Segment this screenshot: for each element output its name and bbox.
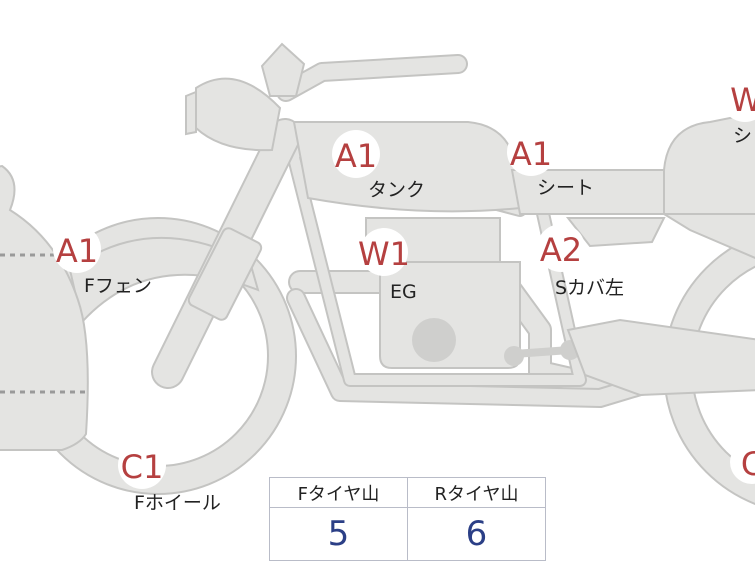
front-box-shape [0,164,89,451]
code-tank: A1 [335,137,377,175]
badge-wheel-front: C1 Fホイール [118,441,221,514]
handlebar-shape [260,42,468,102]
front-fork-shape [151,118,302,389]
badge-fender-front: A1 Fフェン [53,225,152,297]
badge-tank: A1 タンク [332,130,425,201]
code-side-cover-left: A2 [540,231,582,269]
code-seat: A1 [510,135,552,173]
value-rear-tire: 6 [407,507,546,561]
name-engine: EG [390,281,417,303]
code-engine: W1 [358,235,410,273]
headlight-shape [195,77,282,152]
headlight-mount [185,90,197,136]
badge-side-cover-left: A2 Sカバ左 [537,224,624,299]
name-side-cover-left: Sカバ左 [555,277,624,299]
badge-rear-top-partial: W シ [721,74,755,147]
name-fender-front: Fフェン [84,275,152,297]
name-seat: シート [537,177,594,199]
engine-shape [365,217,580,369]
rear-upper-stay [660,213,755,259]
tire-table-value-row: 5 6 [269,507,546,561]
name-rear-top-partial: シ [733,125,752,147]
name-wheel-front: Fホイール [134,492,221,514]
code-rear-wheel-partial: C [741,445,755,483]
badge-engine: W1 EG [358,228,417,303]
header-rear-tire: Rタイヤ山 [407,477,546,508]
code-fender-front: A1 [56,232,98,270]
tire-tread-table: Fタイヤ山 Rタイヤ山 5 6 [269,477,546,561]
code-wheel-front: C1 [121,448,164,486]
rear-frame-shape [566,318,755,397]
badge-rear-wheel-partial: C [730,440,755,484]
value-front-tire: 5 [269,507,408,561]
header-front-tire: Fタイヤ山 [269,477,408,508]
side-cover-shape [565,217,666,248]
tire-table-header-row: Fタイヤ山 Rタイヤ山 [269,477,546,508]
name-tank: タンク [368,179,425,201]
badge-seat: A1 シート [507,128,594,199]
code-rear-top-partial: W [730,81,755,119]
